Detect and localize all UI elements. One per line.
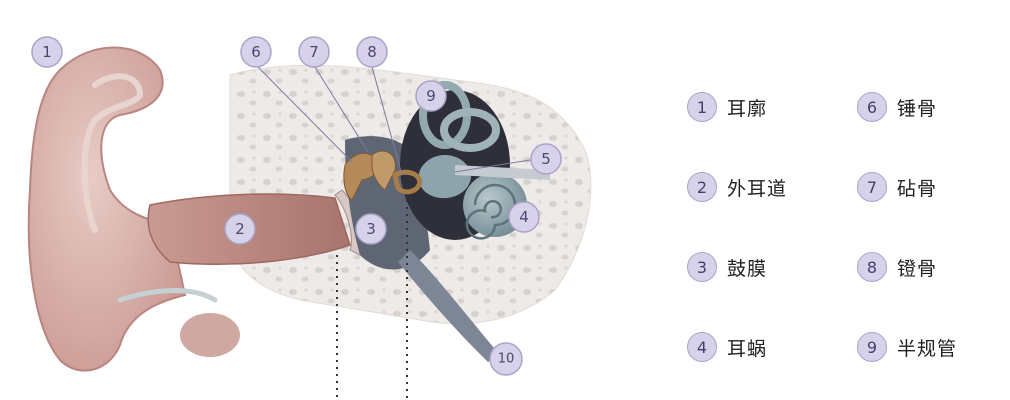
legend-label: 镫骨 [897, 257, 938, 280]
legend-item-7: 7 砧骨 [857, 170, 937, 204]
legend-number-badge: 3 [687, 252, 717, 282]
marker-10: 10 [489, 342, 523, 376]
svg-text:3: 3 [366, 220, 376, 238]
svg-text:9: 9 [426, 87, 436, 105]
legend-label: 外耳道 [727, 177, 788, 200]
legend-number-badge: 8 [857, 252, 887, 282]
leader-line-5 [454, 159, 531, 173]
marker-2: 2 [224, 213, 256, 245]
legend-number-badge: 1 [687, 92, 717, 122]
semicircular-canal-b [440, 108, 500, 152]
marker-5: 5 [530, 143, 562, 175]
leader-line-7 [314, 66, 369, 153]
svg-text:2: 2 [235, 220, 245, 238]
legend-number-badge: 9 [857, 332, 887, 362]
pinna [27, 46, 187, 372]
svg-text:4: 4 [519, 208, 529, 226]
legend-item-3: 3 鼓膜 [687, 250, 767, 284]
marker-7: 7 [298, 36, 330, 68]
marker-9: 9 [415, 80, 447, 112]
svg-text:10: 10 [498, 352, 515, 367]
legend-item-6: 6 锤骨 [857, 90, 937, 124]
marker-6: 6 [240, 36, 272, 68]
leader-line-6 [257, 66, 353, 163]
marker-4: 4 [508, 201, 540, 233]
legend-label: 锤骨 [897, 97, 938, 120]
svg-text:6: 6 [251, 43, 261, 61]
svg-text:1: 1 [42, 43, 52, 61]
marker-8: 8 [356, 36, 388, 68]
legend-item-8: 8 镫骨 [857, 250, 937, 284]
legend-item-9: 9 半规管 [857, 330, 957, 364]
legend-number-badge: 2 [687, 172, 717, 202]
stapes [392, 169, 423, 195]
pinna-cartilage [117, 288, 218, 303]
legend-number-badge: 4 [687, 332, 717, 362]
legend-item-1: 1 耳廓 [687, 90, 767, 124]
legend-label: 耳蜗 [727, 337, 768, 360]
legend-number-badge: 6 [857, 92, 887, 122]
svg-text:7: 7 [309, 43, 319, 61]
legend-number-badge: 7 [857, 172, 887, 202]
incus [371, 150, 396, 191]
legend-item-4: 4 耳蜗 [687, 330, 767, 364]
marker-3: 3 [355, 213, 387, 245]
eustachian-tube [398, 250, 500, 362]
pinna-fold [81, 73, 144, 233]
svg-text:8: 8 [367, 43, 377, 61]
legend-label: 鼓膜 [727, 257, 768, 280]
leader-line-8 [371, 66, 403, 176]
legend-label: 砧骨 [897, 177, 938, 200]
earlobe [180, 313, 240, 357]
legend-label: 耳廓 [727, 97, 768, 120]
auditory-nerve [455, 165, 550, 180]
legend-item-2: 2 外耳道 [687, 170, 787, 204]
svg-text:5: 5 [541, 150, 551, 168]
cochlea-spiral [465, 183, 517, 240]
ear-illustration: 1 2 3 4 5 6 7 8 [27, 36, 592, 400]
legend-label: 半规管 [897, 337, 958, 360]
marker-1: 1 [31, 36, 63, 68]
